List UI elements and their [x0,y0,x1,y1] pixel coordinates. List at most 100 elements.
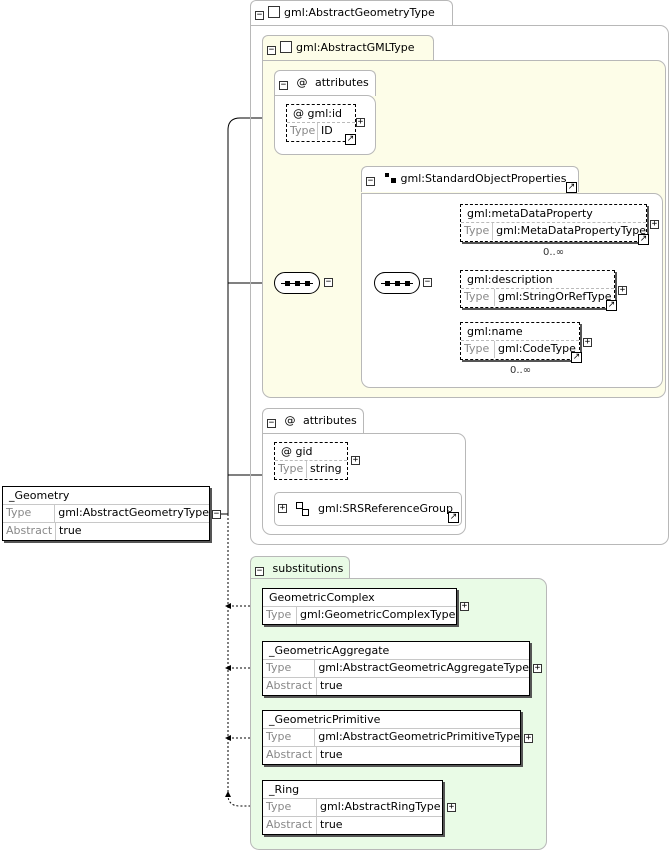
type-key: Type [263,607,297,624]
geometric-aggregate-name: _GeometricAggregate [269,644,390,657]
link-arrow-icon[interactable]: ↗ [448,512,459,523]
meta-data-property-occurs: 0..∞ [543,247,565,258]
type-key: Type [461,223,494,240]
type-key: Type [287,123,318,140]
gml-id-name: gml:id [307,107,343,120]
meta-data-property-name: gml:metaDataProperty [467,207,593,220]
abstract-geometry-type-title: gml:AbstractGeometryType [284,6,435,19]
collapse-toggle[interactable]: − [423,277,432,287]
geometric-primitive-name: _GeometricPrimitive [269,713,381,726]
gid-type: string [310,462,342,475]
geometry-attributes-title: attributes [303,414,357,427]
type-key: Type [3,505,56,522]
gml-attributes-title: attributes [315,76,369,89]
ring-name: _Ring [269,783,300,796]
expand-toggle[interactable]: + [356,117,365,127]
type-key: Type [263,660,316,677]
main-sequence-compositor [274,272,320,294]
at-icon: @ [284,414,296,427]
arrow-ring [225,791,231,797]
geometry-root-type: gml:AbstractGeometryType [58,506,209,519]
ring-abstract: true [320,818,343,831]
link-arrow-icon[interactable]: ↗ [638,234,649,245]
description-name: gml:description [467,273,553,286]
abstract-gml-type-tab: − gml:AbstractGMLType [262,35,434,61]
expand-toggle[interactable]: + [583,337,592,347]
geometry-root-name: _Geometry [9,489,70,502]
link-arrow-icon[interactable]: ↗ [606,300,617,311]
at-icon: @ [293,107,304,120]
name-element-name: gml:name [467,325,523,338]
link-arrow-icon[interactable]: ↗ [571,352,582,363]
inner-sequence-compositor [374,272,420,294]
ring-type: gml:AbstractRingType [320,800,441,813]
type-key: Type [263,729,316,746]
geometric-primitive-abstract: true [320,748,343,761]
name-element-type: gml:CodeType [498,342,576,355]
expand-toggle[interactable]: + [533,663,542,673]
gml-id-type: ID [321,124,333,137]
complex-type-icon [280,41,292,53]
expand-toggle[interactable]: + [447,802,456,812]
gid-name: gid [295,445,313,458]
standard-object-properties-tab: − gml:StandardObjectProperties [361,166,579,192]
expand-toggle[interactable]: + [351,455,360,465]
name-element-occurs: 0..∞ [510,365,532,376]
standard-object-properties-title: gml:StandardObjectProperties [400,172,567,185]
type-key: Type [275,461,307,478]
geometry-root-abstract: true [59,524,82,537]
expand-toggle[interactable]: + [524,733,533,743]
collapse-toggle[interactable]: − [366,176,375,186]
link-arrow-icon[interactable]: ↗ [345,134,356,145]
collapse-toggle[interactable]: − [255,566,264,576]
type-key: Type [263,799,317,816]
group-icon [384,172,397,184]
type-key: Type [461,341,495,358]
arrow-primitive [225,735,231,741]
expand-toggle[interactable]: + [650,219,659,229]
abstract-key: Abstract [263,817,317,834]
geometric-primitive-type: gml:AbstractGeometricPrimitiveType [318,730,520,743]
at-icon: @ [281,445,292,458]
abstract-geometry-type-group [250,25,669,545]
collapse-toggle[interactable]: − [267,45,276,55]
collapse-toggle[interactable]: − [255,10,264,20]
expand-toggle[interactable]: + [460,601,469,611]
link-arrow-icon[interactable]: ↗ [566,182,577,193]
geometric-complex-name: GeometricComplex [269,591,375,604]
collapse-toggle[interactable]: − [267,418,276,428]
arrow-complex [225,603,231,609]
substitutions-tab: − substitutions [250,556,350,582]
expand-toggle[interactable]: + [278,503,287,513]
wire-to-gml-attributes [216,117,276,515]
attribute-group-icon [296,502,310,516]
geometric-aggregate-type: gml:AbstractGeometricAggregateType [318,661,529,674]
description-type: gml:StringOrRefType [498,290,612,303]
type-key: Type [461,289,495,306]
geometry-attributes-tab: − @ attributes [262,408,364,434]
abstract-gml-type-title: gml:AbstractGMLType [296,41,415,54]
substitutions-title: substitutions [272,562,344,575]
abstract-key: Abstract [263,747,317,764]
collapse-toggle[interactable]: − [324,277,333,287]
geometric-complex-type: gml:GeometricComplexType [300,608,456,621]
gml-attributes-tab: − @ attributes [274,70,376,96]
abstract-key: Abstract [3,523,56,540]
srs-reference-group[interactable]: + gml:SRSReferenceGroup ↗ [274,492,462,526]
geometric-aggregate-abstract: true [320,679,343,692]
collapse-toggle[interactable]: − [212,509,221,519]
expand-toggle[interactable]: + [618,285,627,295]
complex-type-icon [268,6,280,18]
collapse-toggle[interactable]: − [279,80,288,90]
meta-data-property-type: gml:MetaDataPropertyType [496,224,646,237]
